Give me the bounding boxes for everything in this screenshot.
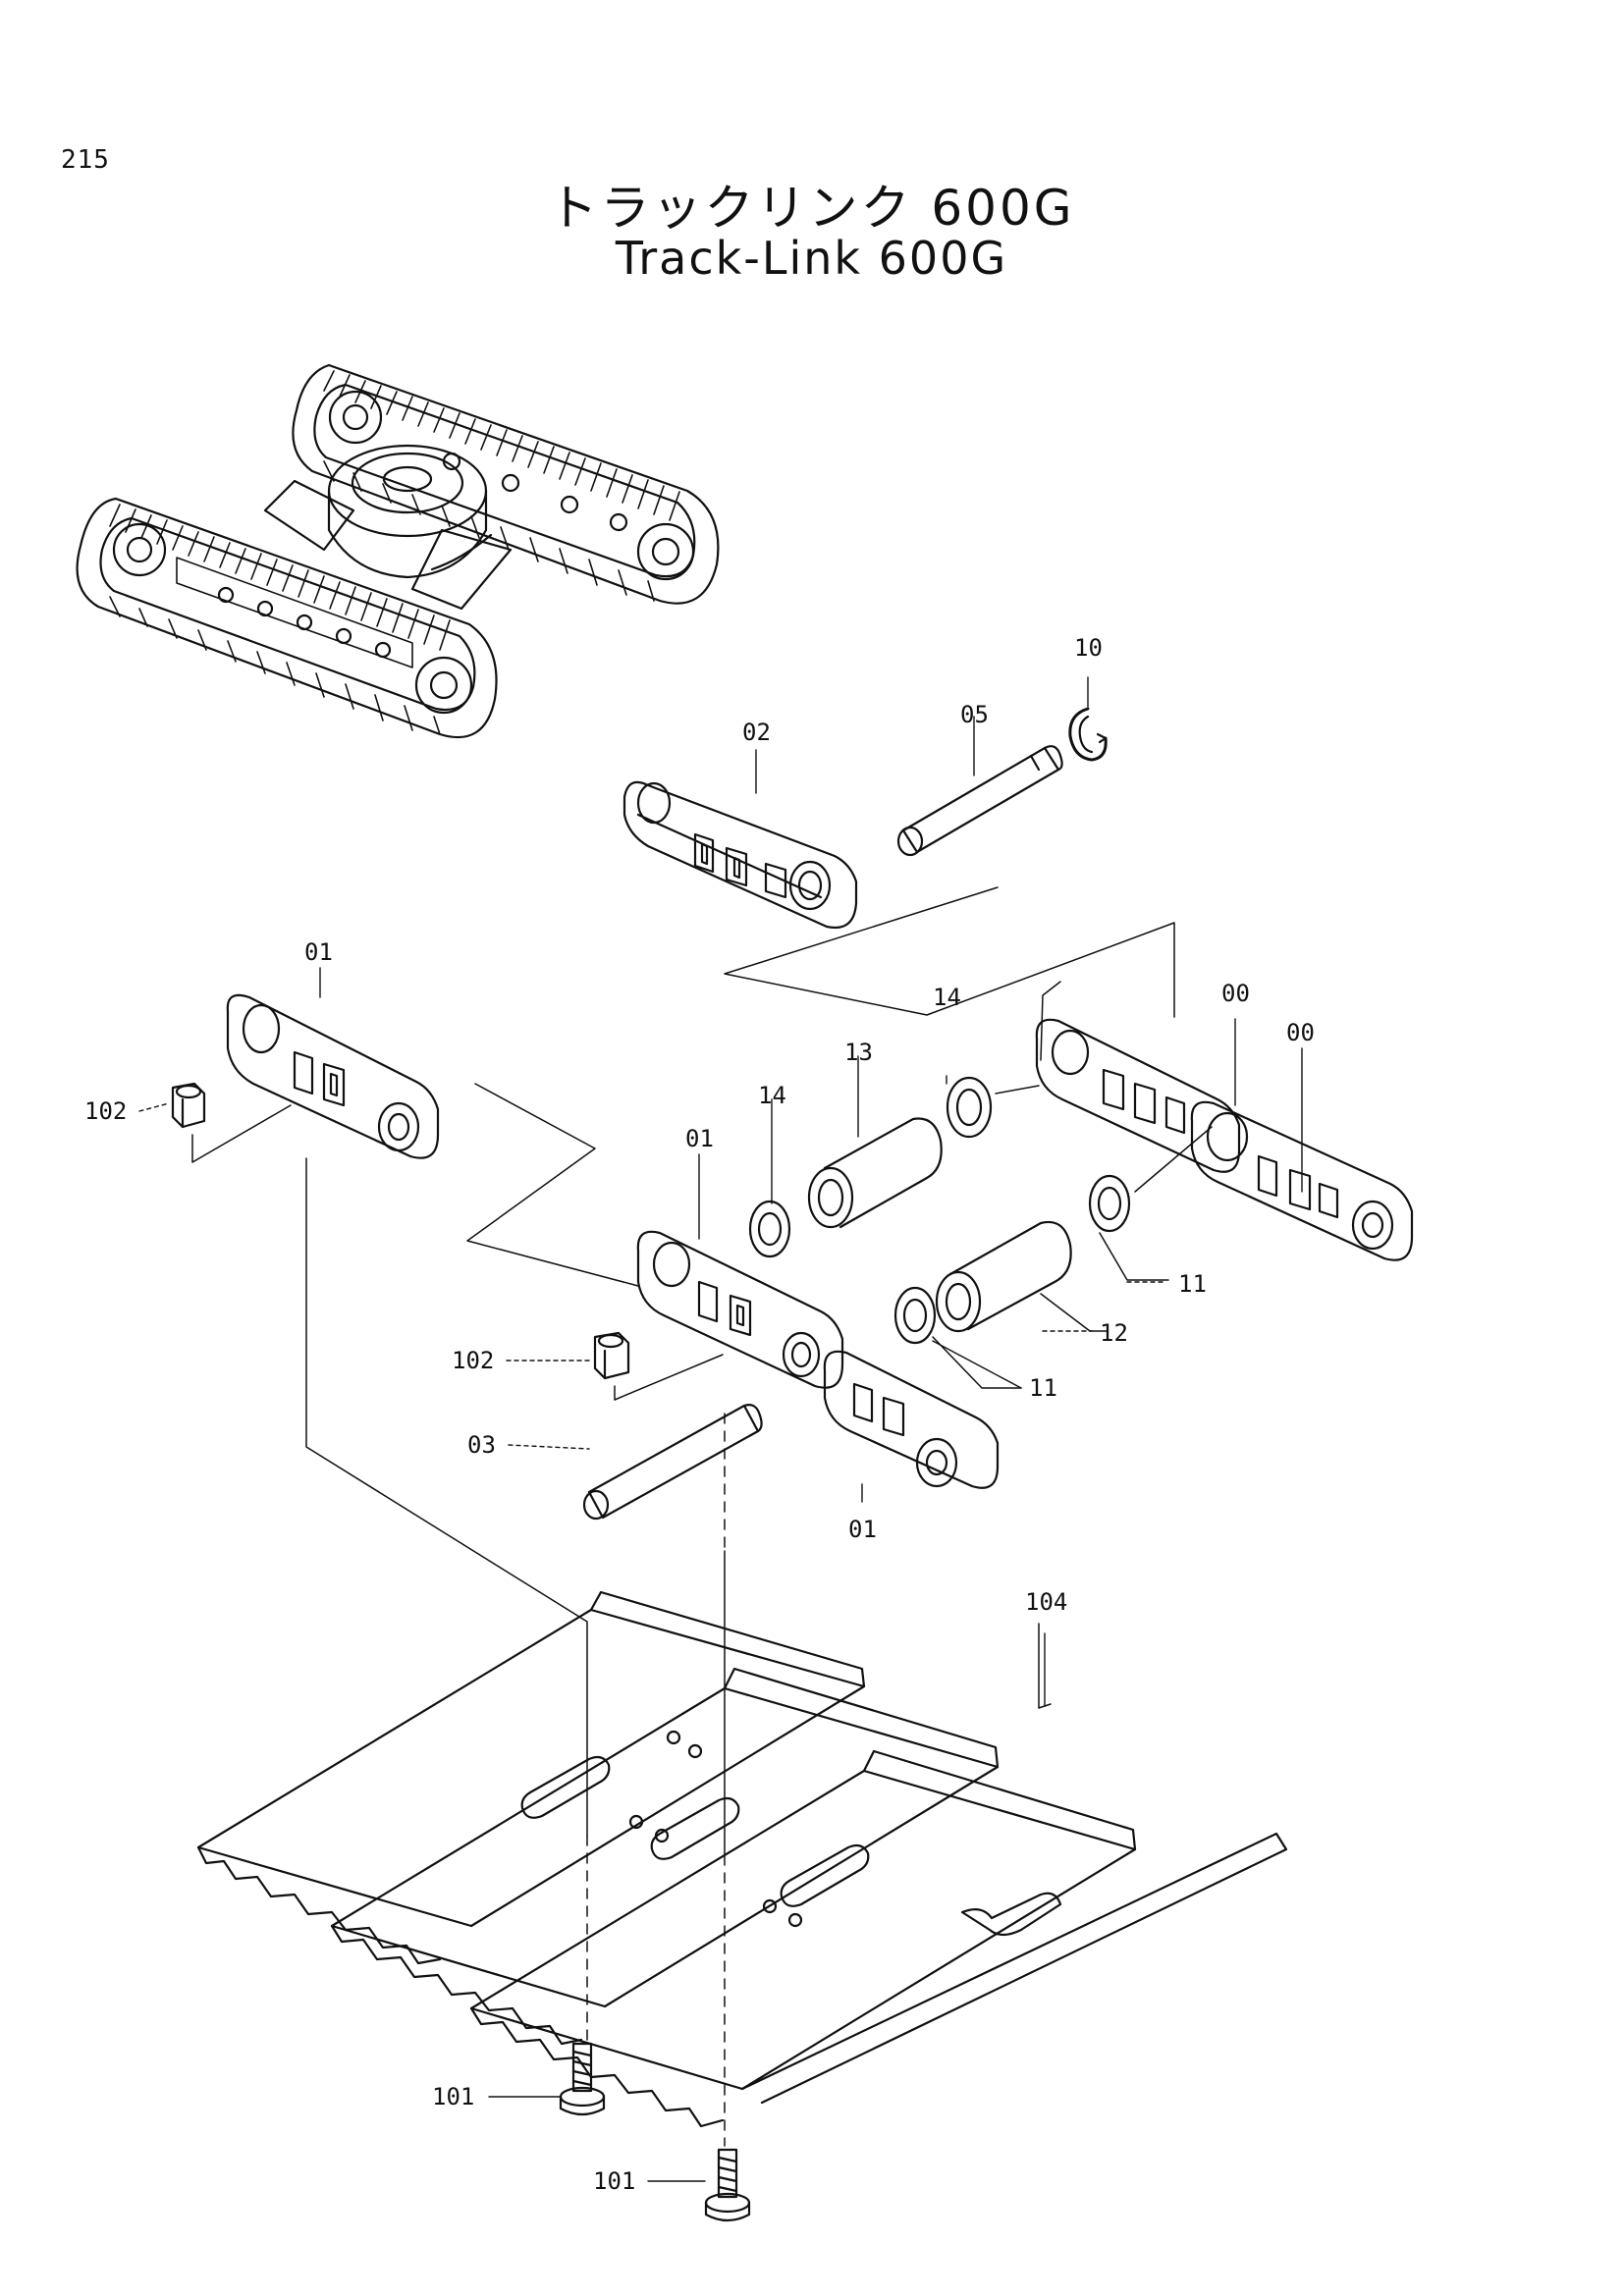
callout-101-a: 101 [432,2083,474,2110]
callout-104: 104 [1025,1588,1067,1616]
callout-01-top: 01 [304,938,333,966]
title-japanese: トラックリンク 600G [548,180,1075,237]
callout-01-mid: 01 [685,1125,714,1152]
part-03-pin [582,1404,763,1521]
part-102-top-nut [171,1082,206,1129]
part-01-middle-link [636,1230,1000,1489]
part-11-seal-upper [1088,1174,1131,1233]
callout-102-mid: 102 [452,1347,494,1374]
callout-14-a: 14 [933,984,961,1011]
callout-00-b: 00 [1286,1019,1315,1046]
part-13-bushing [807,1117,943,1229]
part-104-track-shoes [196,1590,1288,2128]
part-00-master-link [1035,1018,1414,1261]
callout-13: 13 [844,1039,873,1066]
title-english: Track-Link 600G [615,232,1008,285]
part-14-seal-lower [748,1200,791,1258]
callout-02: 02 [742,719,771,746]
callout-01-bot: 01 [848,1516,877,1543]
part-101-bolt-lower [704,2148,751,2222]
page-number: 215 [61,145,110,175]
callout-10: 10 [1074,634,1103,662]
part-12-bushing [935,1220,1072,1333]
part-11-seal-lower [893,1286,937,1345]
callout-00-a: 00 [1221,980,1250,1007]
part-05-pin [896,745,1063,857]
callout-12: 12 [1100,1319,1128,1347]
part-02-track-link [622,780,858,930]
callout-11-b: 11 [1029,1374,1057,1402]
part-102-middle-nut [593,1331,630,1380]
assembly-guide-lines [191,886,1213,2147]
leader-lines [138,676,1303,2182]
part-101-bolt-upper [559,2042,606,2116]
callout-14-b: 14 [758,1082,786,1109]
callout-labels: 10 05 02 01 102 00 00 14 13 14 01 11 12 … [84,634,1315,2195]
callout-11-a: 11 [1178,1270,1207,1298]
callout-03: 03 [467,1431,496,1459]
part-01-top-link [226,993,440,1159]
callout-101-b: 101 [593,2167,635,2195]
undercarriage-illustration [76,363,720,739]
callout-102-top: 102 [84,1097,127,1125]
part-10-snap-ring [1068,707,1108,762]
callout-05: 05 [960,701,989,728]
part-14-seal-upper [946,1076,993,1139]
